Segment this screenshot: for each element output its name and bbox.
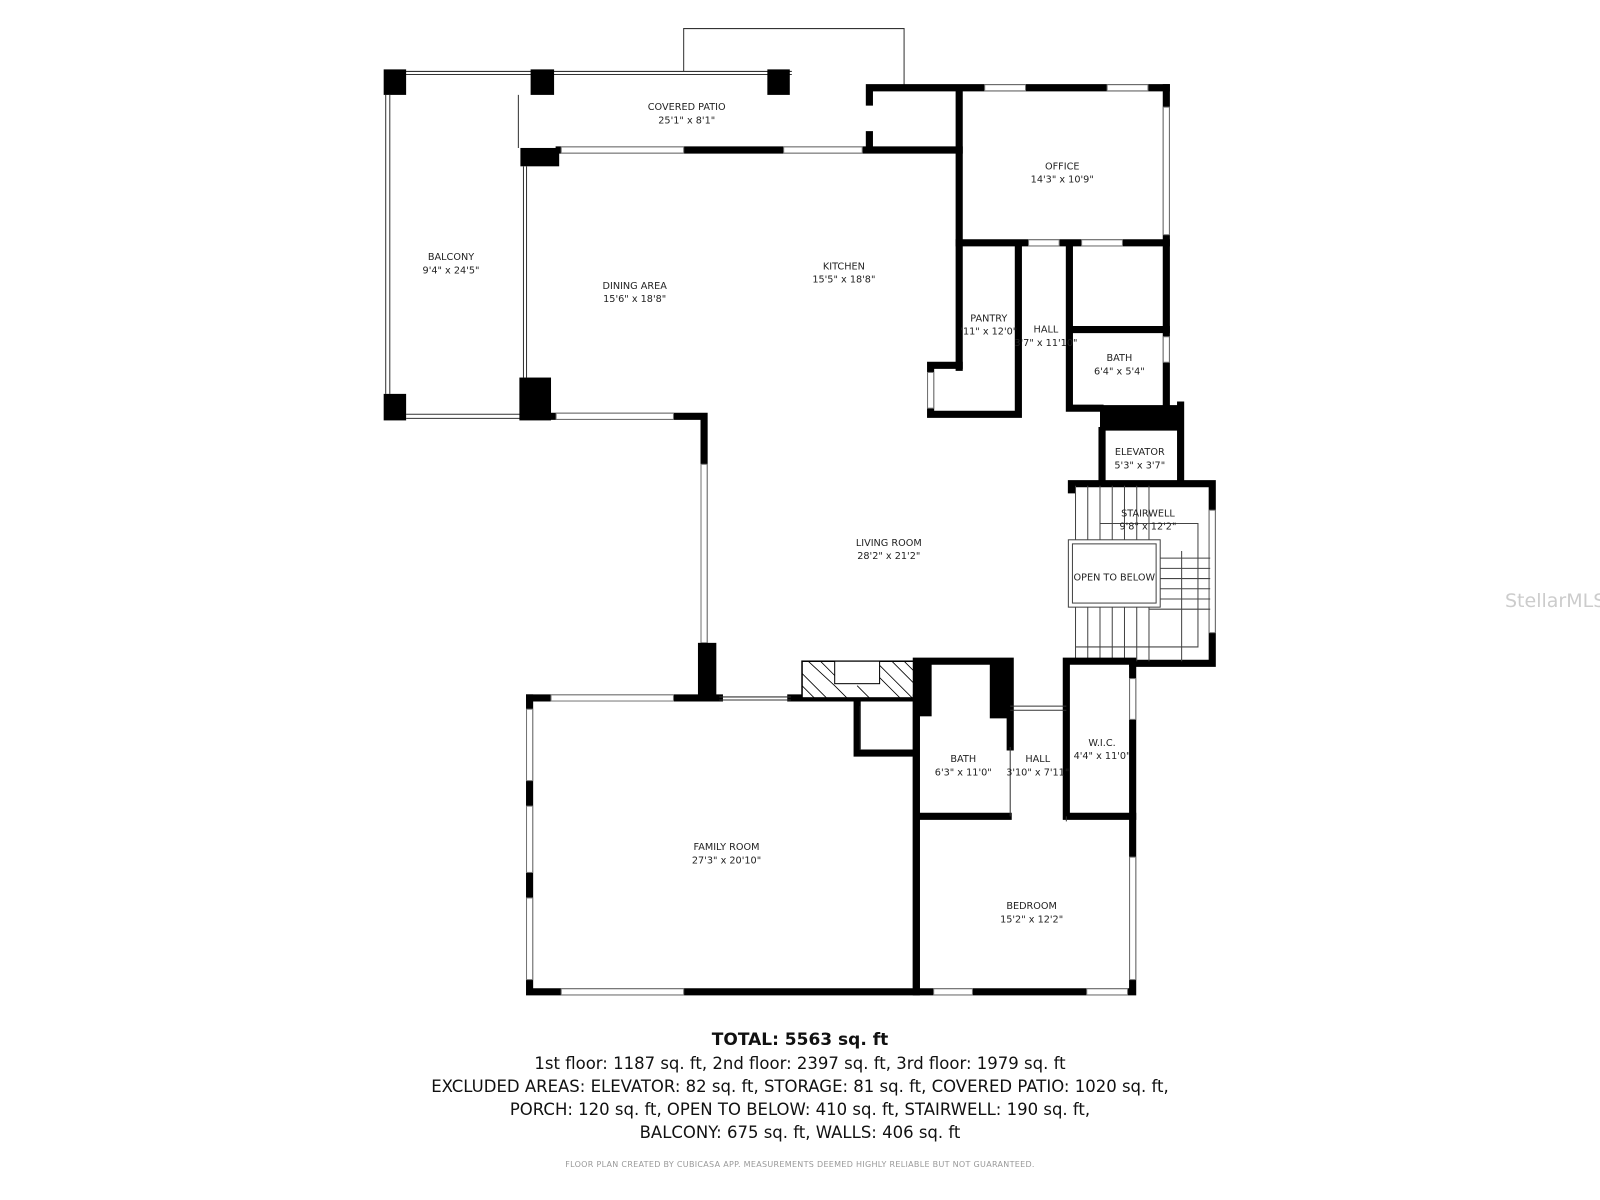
window bbox=[526, 897, 534, 981]
wall bbox=[526, 659, 1137, 996]
window bbox=[1162, 336, 1170, 363]
window bbox=[700, 463, 708, 644]
column bbox=[520, 147, 560, 167]
room-size: 5'3" x 3'7" bbox=[1114, 460, 1165, 471]
excluded-areas-2: PORCH: 120 sq. ft, OPEN TO BELOW: 410 sq… bbox=[509, 1100, 1091, 1119]
window bbox=[783, 146, 863, 154]
wall bbox=[912, 657, 1137, 996]
window bbox=[560, 146, 685, 154]
sliding-door bbox=[522, 166, 528, 378]
wall bbox=[547, 412, 708, 698]
room-size: 15'6" x 18'8" bbox=[603, 294, 666, 305]
room-name: OPEN TO BELOW bbox=[1074, 573, 1156, 584]
patio-rail bbox=[385, 70, 792, 75]
window bbox=[1106, 84, 1149, 92]
room-size: 27'3" x 20'10" bbox=[692, 855, 761, 866]
room-name: W.I.C. bbox=[1088, 738, 1115, 749]
room-name: OFFICE bbox=[1045, 161, 1080, 172]
column bbox=[989, 659, 1011, 719]
column bbox=[530, 69, 555, 95]
column bbox=[383, 69, 407, 95]
total-area: TOTAL: 5563 sq. ft bbox=[711, 1030, 889, 1050]
room-size: 3'10" x 7'11" bbox=[1006, 768, 1069, 779]
door bbox=[1028, 239, 1060, 247]
room-name: KITCHEN bbox=[823, 261, 865, 272]
watermark: StellarMLS bbox=[1505, 590, 1600, 612]
room-size: 28'2" x 21'2" bbox=[857, 551, 920, 562]
window bbox=[933, 988, 973, 996]
window bbox=[1129, 678, 1137, 720]
door bbox=[1081, 239, 1123, 247]
room-name: BEDROOM bbox=[1006, 901, 1057, 912]
room-labels: COVERED PATIO 25'1" x 8'1" OFFICE 14'3" … bbox=[423, 102, 1177, 925]
closet-wall bbox=[853, 700, 917, 757]
room-name: BATH bbox=[1107, 353, 1133, 364]
window bbox=[927, 371, 935, 409]
room-name: PANTRY bbox=[970, 313, 1007, 324]
elevator-shaft-wall bbox=[1100, 405, 1184, 431]
column bbox=[767, 69, 790, 95]
balcony-rail bbox=[385, 94, 521, 419]
room-name: HALL bbox=[1025, 754, 1050, 765]
window bbox=[560, 988, 685, 996]
column bbox=[519, 377, 552, 421]
room-name: BATH bbox=[950, 754, 976, 765]
room-name: COVERED PATIO bbox=[648, 102, 726, 113]
room-size: 3'7" x 11'10" bbox=[1014, 338, 1077, 349]
room-size: 14'3" x 10'9" bbox=[1031, 175, 1094, 186]
window bbox=[984, 84, 1027, 92]
window bbox=[550, 694, 674, 702]
room-size: '11" x 12'0" bbox=[960, 327, 1017, 338]
room-name: DINING AREA bbox=[603, 281, 668, 292]
room-size: 9'8" x 12'2" bbox=[1119, 522, 1176, 533]
room-size: 6'3" x 11'0" bbox=[935, 768, 992, 779]
window bbox=[526, 805, 534, 873]
excluded-areas-1: EXCLUDED AREAS: ELEVATOR: 82 sq. ft, STO… bbox=[431, 1077, 1169, 1096]
disclaimer: FLOOR PLAN CREATED BY CUBICASA APP. MEAS… bbox=[565, 1160, 1035, 1169]
window bbox=[1086, 988, 1129, 996]
room-size: 15'5" x 18'8" bbox=[812, 275, 875, 286]
hall-opening bbox=[1009, 705, 1067, 822]
stairs bbox=[1067, 485, 1211, 662]
opening bbox=[719, 696, 791, 701]
window bbox=[555, 412, 674, 420]
wall bbox=[927, 239, 1170, 418]
window bbox=[1129, 856, 1137, 981]
room-size: 4'4" x 11'0" bbox=[1074, 751, 1131, 762]
room-name: LIVING ROOM bbox=[856, 538, 922, 549]
window bbox=[1162, 106, 1170, 236]
room-name: HALL bbox=[1034, 325, 1059, 336]
room-size: 15'2" x 12'2" bbox=[1000, 914, 1063, 925]
excluded-areas-3: BALCONY: 675 sq. ft, WALLS: 406 sq. ft bbox=[639, 1123, 961, 1142]
porch-outline bbox=[683, 28, 905, 85]
room-size: 9'4" x 24'5" bbox=[423, 265, 480, 276]
room-size: 6'4" x 5'4" bbox=[1094, 366, 1145, 377]
room-name: BALCONY bbox=[428, 252, 474, 263]
column bbox=[697, 642, 717, 698]
window bbox=[526, 708, 534, 782]
floor-areas: 1st floor: 1187 sq. ft, 2nd floor: 2397 … bbox=[534, 1054, 1066, 1073]
room-name: FAMILY ROOM bbox=[694, 842, 760, 853]
window bbox=[1208, 509, 1216, 634]
fireplace bbox=[801, 660, 916, 699]
column bbox=[383, 393, 407, 421]
room-name: ELEVATOR bbox=[1115, 447, 1165, 458]
room-name: STAIRWELL bbox=[1121, 508, 1175, 519]
wall bbox=[1067, 401, 1216, 667]
room-size: 25'1" x 8'1" bbox=[658, 115, 715, 126]
